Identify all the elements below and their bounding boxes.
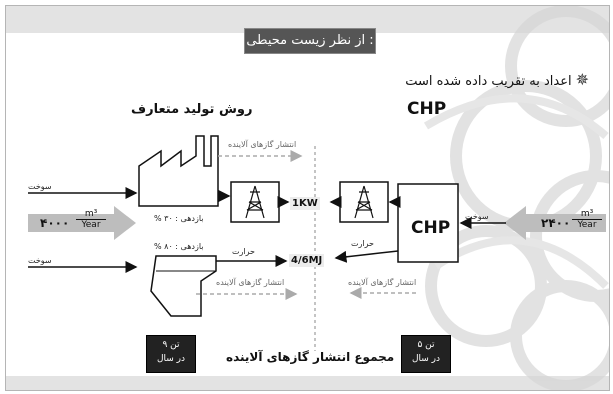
right-flow-unit-bottom: Year [577,220,597,230]
right-flow-unit-top: m³ [572,209,602,220]
bottom-strip [6,376,609,390]
heat-label-left: حرارت [232,247,255,256]
factory-efficiency-label: بازدهی : ۳۰ % [154,214,204,223]
right-flow-unit: m³ Year [572,209,602,230]
total-emissions-label: مجموع انتشار گازهای آلاینده [226,350,395,364]
boiler-icon [150,255,217,317]
input-flow-left-arrow [28,206,136,240]
approximation-note: ✵اعداد به تقریب داده شده است [405,70,589,89]
chp-total-amount: ۵ تن [417,340,435,350]
transmission-tower-left-icon [230,181,280,223]
fuel-label-chp: سوخت [465,212,489,221]
boiler-efficiency-label: بازدهی : ۸۰ % [154,242,204,251]
right-flow-value: ۲۴۰۰ [541,216,570,230]
input-flow-right-arrow [504,206,606,240]
slide: از نظر زیست محیطی : ✵اعداد به تقریب داده… [5,5,610,391]
decorative-flower-pattern [314,6,609,390]
chp-unit-box [397,183,459,263]
chp-section-title: CHP [407,99,447,119]
left-flow-unit-top: m³ [76,209,106,220]
pollutants-boiler-label: انتشار گازهای آلاینده [216,278,285,287]
factory-icon [138,135,219,207]
fuel-label-bottom: سوخت [28,256,52,265]
pollutants-chp-label: انتشار گازهای آلاینده [348,278,417,287]
conventional-total-badge: ۹ تن در سال [146,335,196,373]
heat-label-right: حرارت [351,239,374,248]
page-title: از نظر زیست محیطی : [244,28,376,54]
conventional-total-amount: ۹ تن [162,340,180,350]
approximation-note-text: اعداد به تقریب داده شده است [405,74,572,89]
transmission-tower-right-icon [339,181,389,223]
heat-output-label: 4/6MJ [289,254,325,267]
conventional-section-title: روش تولید متعارف [131,102,253,117]
chp-unit-label: CHP [411,218,451,238]
power-output-label: 1KW [290,197,320,210]
flower-bullet-icon: ✵ [575,70,589,89]
conventional-total-unit: در سال [156,354,186,364]
process-diagram [28,135,606,317]
right-flow-number: ۲۴۰۰ [541,216,571,230]
left-flow-unit-bottom: Year [81,220,101,230]
left-flow-unit: m³ Year [76,209,106,230]
chp-total-badge: ۵ تن در سال [401,335,451,373]
chp-total-unit: در سال [411,354,441,364]
left-flow-number: ۴۰۰۰ [40,216,70,230]
pollutants-factory-label: انتشار گازهای آلاینده [228,140,297,149]
left-flow-value: ۴۰۰۰ [40,216,69,230]
fuel-label-top: سوخت [28,182,52,191]
